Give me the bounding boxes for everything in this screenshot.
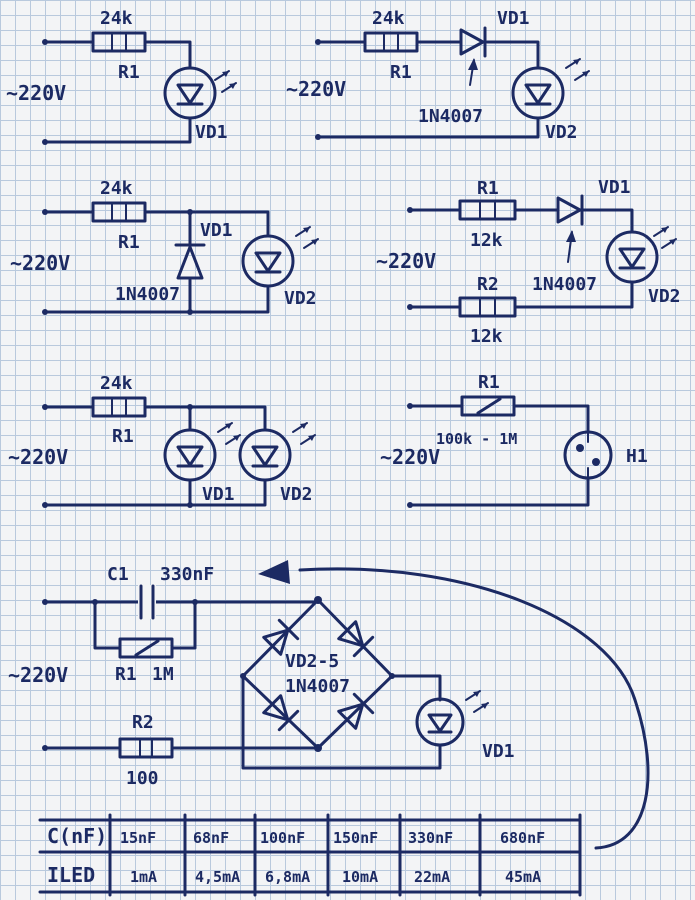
wires: [42, 209, 270, 315]
diode-part: 1N4007: [532, 274, 597, 295]
cap-cell: 680nF: [500, 829, 545, 847]
r1-label: R1: [477, 178, 499, 199]
lamp-label: H1: [626, 446, 648, 467]
resistor-r1: [91, 31, 147, 53]
r1-label: R1: [390, 62, 412, 83]
r1-label: R1: [478, 372, 500, 393]
r1-value: 12k: [470, 230, 503, 251]
led-vd1: [415, 690, 489, 747]
circuit-6: R1 100k - 1M H1 ~220V: [380, 372, 648, 508]
current-cell: 4,5mA: [195, 868, 240, 886]
wires: [42, 404, 267, 508]
diode-label: VD1: [200, 220, 233, 241]
r1-value: 100k - 1M: [436, 430, 517, 448]
r2-value: 100: [126, 768, 159, 789]
led-vd2: [238, 422, 316, 482]
led1-label: VD1: [202, 484, 235, 505]
diode-bridge: [262, 618, 375, 732]
cap-cell: 100nF: [260, 829, 305, 847]
diode-part: 1N4007: [115, 284, 180, 305]
wires: [407, 403, 590, 508]
circuit-1: 24k R1 VD1 ~220V: [6, 8, 237, 145]
cap-cell: 68nF: [193, 829, 229, 847]
r1-label: R1: [115, 664, 137, 685]
circuit-3: 24k R1 VD1 1N4007 VD2 ~220V: [10, 178, 319, 315]
r1-label: R1: [112, 426, 134, 447]
cap-cell: 330nF: [408, 829, 453, 847]
led-label: VD2: [545, 122, 578, 143]
r1-label: R1: [118, 232, 140, 253]
supply-label: ~220V: [6, 81, 66, 105]
current-cell: 1mA: [130, 868, 157, 886]
c1-value: 330nF: [160, 564, 214, 585]
resistor-r1-variable: [460, 395, 516, 417]
c1-label: C1: [107, 564, 129, 585]
diode-part: 1N4007: [418, 106, 483, 127]
bridge-label: VD2-5: [285, 651, 339, 672]
r1-value: 24k: [100, 178, 133, 199]
r1-value: 24k: [100, 8, 133, 29]
led-label: VD2: [648, 286, 681, 307]
table-grid: [38, 813, 582, 897]
led-vd2: [511, 58, 590, 120]
diode-label: VD1: [598, 177, 631, 198]
supply-label: ~220V: [8, 663, 68, 687]
r2-value: 12k: [470, 326, 503, 347]
supply-label: ~220V: [380, 445, 440, 469]
resistor-r1: [458, 199, 517, 221]
bridge-part: 1N4007: [285, 676, 350, 697]
resistor-r2: [118, 737, 174, 759]
row1-header: C(nF): [47, 824, 107, 848]
wires: [315, 39, 540, 140]
resistor-r1: [363, 31, 419, 53]
led-vd1: [163, 422, 241, 482]
circuit-7: C1 330nF R1 1M R2 100 VD2-5 1N4007 VD1 ~…: [8, 560, 650, 850]
circuit-4: R1 12k R2 12k VD1 1N4007 VD2 ~220V: [376, 177, 681, 347]
r1-value: 24k: [372, 8, 405, 29]
cap-cell: 15nF: [120, 829, 156, 847]
r1-value: 24k: [100, 373, 133, 394]
led-vd1: [163, 66, 237, 120]
current-cell: 22mA: [414, 868, 450, 886]
diode-vd1: [459, 26, 487, 86]
resistor-r1: [91, 201, 147, 223]
diode-vd1: [556, 194, 584, 263]
capacitance-current-table: C(nF) ILED 15nF 68nF 100nF 150nF 330nF 6…: [38, 813, 582, 897]
capacitor-c1: [138, 584, 156, 620]
supply-label: ~220V: [376, 249, 436, 273]
led2-label: VD2: [280, 484, 313, 505]
diode-label: VD1: [497, 8, 530, 29]
supply-label: ~220V: [10, 251, 70, 275]
wires: [42, 596, 442, 770]
r2-label: R2: [477, 274, 499, 295]
resistor-r1: [91, 396, 147, 418]
supply-label: ~220V: [8, 445, 68, 469]
row2-header: ILED: [47, 863, 95, 887]
resistor-r1: [118, 637, 174, 659]
neon-lamp-h1: [563, 430, 613, 480]
cap-cell: 150nF: [333, 829, 378, 847]
led-label: VD1: [195, 122, 228, 143]
wires: [42, 39, 192, 145]
supply-label: ~220V: [286, 77, 346, 101]
current-cell: 10mA: [342, 868, 378, 886]
current-cell: 45mA: [505, 868, 541, 886]
current-cell: 6,8mA: [265, 868, 310, 886]
led-vd2: [605, 226, 677, 284]
led-label: VD1: [482, 741, 515, 762]
led-vd2: [241, 226, 319, 288]
diode-vd1: [174, 243, 206, 280]
wires: [407, 207, 634, 310]
circuit-2: 24k R1 VD1 1N4007 VD2 ~220V: [286, 8, 590, 143]
r1-label: R1: [118, 62, 140, 83]
resistor-r2: [458, 296, 517, 318]
circuit-5: 24k R1 VD1 VD2 ~220V: [8, 373, 316, 508]
reference-arrow: [258, 560, 650, 850]
r1-value: 1M: [152, 664, 174, 685]
r2-label: R2: [132, 712, 154, 733]
led-label: VD2: [284, 288, 317, 309]
